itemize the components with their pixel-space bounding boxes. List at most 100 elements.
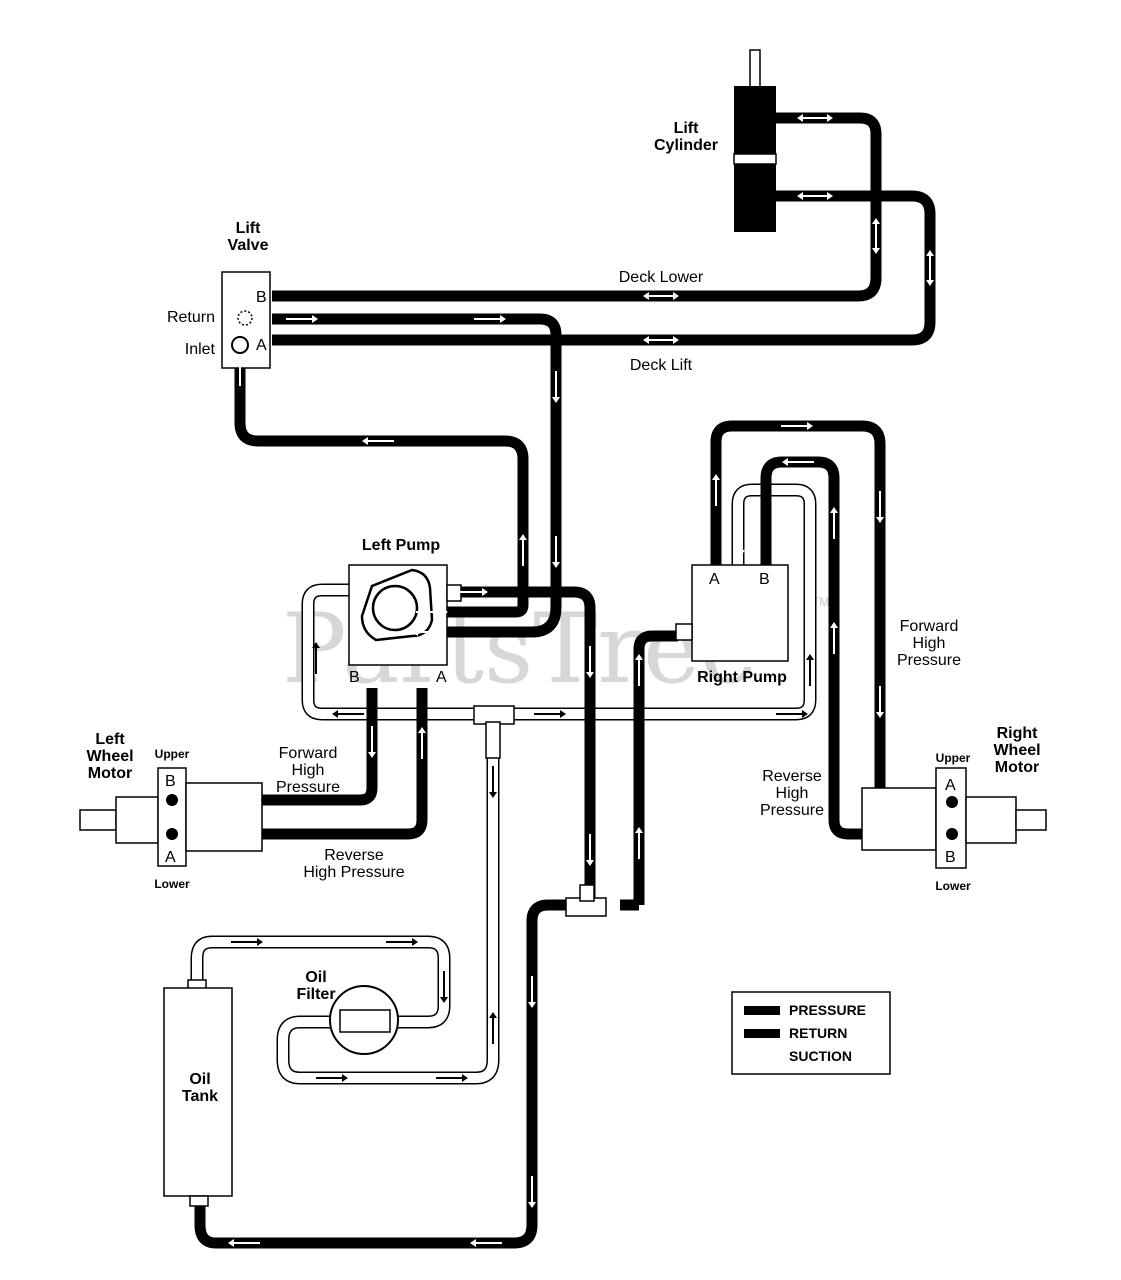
flow-arrow-icon: [231, 938, 263, 946]
valve-port-a: A: [256, 337, 267, 354]
flow-arrow-icon: [456, 588, 488, 596]
right-motor-port-b-fitting: [946, 828, 958, 840]
right-motor-port-a-fitting: [946, 796, 958, 808]
flow-arrow-icon: [236, 354, 244, 386]
flow-arrow-icon: [474, 315, 506, 323]
left-motor-port-plate: [185, 782, 263, 852]
flow-arrow-icon: [776, 710, 808, 718]
flow-arrow-icon: [635, 827, 643, 859]
flow-arrow-icon: [926, 250, 934, 286]
flow-arrow-icon: [418, 727, 426, 759]
tee-fittings: [473, 705, 607, 917]
legend-return-swatch: [744, 1029, 780, 1038]
flow-arrow-icon: [830, 507, 838, 539]
legend-suction: SUCTION: [789, 1048, 852, 1064]
flow-arrow-icon: [797, 114, 833, 122]
flow-arrow-icon: [386, 938, 418, 946]
right-wheel-motor-label-text: Right: [997, 725, 1039, 742]
right-motor-lower: Lower: [935, 879, 971, 893]
flow-arrow-icon: [781, 422, 813, 430]
inlet-port-icon: [231, 336, 249, 354]
left-motor-shaft: [79, 809, 117, 831]
right-motor-housing: [965, 796, 1017, 844]
right-reverse-label-text: Reverse: [762, 768, 822, 785]
flow-arrow-icon: [440, 971, 448, 1003]
right-motor-shaft: [1015, 809, 1047, 831]
oil-tank-body: [163, 987, 233, 1197]
right-pump-body: [691, 564, 789, 662]
left-wheel-motor-label-text-line: Motor: [88, 765, 132, 782]
flow-arrow-icon: [362, 437, 394, 445]
flow-arrow-icon: [782, 458, 814, 466]
right-motor-port-a: A: [945, 777, 956, 794]
left-forward-label-text-line: High: [292, 762, 325, 779]
flow-arrow-icon: [412, 628, 444, 636]
lift-cylinder-label-text-line: Cylinder: [654, 137, 718, 154]
right-forward-label-text: Forward: [900, 618, 959, 635]
flow-arrow-icon: [368, 726, 376, 758]
cylinder-piston: [733, 153, 777, 165]
flow-arrow-icon: [214, 830, 246, 838]
right-reverse-label-text-line: High: [776, 785, 809, 802]
oil-filter-label-text: Oil: [305, 969, 326, 986]
lift-valve-label-text-line: Valve: [228, 237, 269, 254]
left-pump-rotor: [371, 584, 419, 632]
left-motor-port-a: A: [165, 849, 176, 866]
flow-arrow-icon: [900, 798, 932, 806]
flow-arrow-icon: [712, 474, 720, 506]
deck-lower-label: Deck Lower: [619, 269, 704, 286]
return-port-icon: [237, 310, 253, 326]
left-wheel-motor-label-text: Left: [95, 731, 125, 748]
right-pump-label: Right Pump: [697, 669, 787, 686]
right-forward-label-text-line: Pressure: [897, 652, 961, 669]
left-wheel-motor-label-text-line: Wheel: [86, 748, 133, 765]
flow-arrow-icon: [312, 642, 320, 674]
left-motor-lower: Lower: [154, 877, 190, 891]
flow-arrow-icon: [286, 315, 318, 323]
flow-arrow-icon: [876, 686, 884, 718]
right-reverse-label-text-line: Pressure: [760, 802, 824, 819]
flow-arrow-icon: [586, 834, 594, 866]
right-pump-shaft: [675, 623, 693, 641]
right-pump-port-b: B: [759, 571, 770, 588]
left-motor-port-b: B: [165, 773, 176, 790]
legend-pressure-swatch: [744, 1006, 780, 1015]
flow-arrow-icon: [643, 292, 679, 300]
right-forward-label-text-line: High: [913, 635, 946, 652]
legend-pressure: PRESSURE: [789, 1002, 866, 1018]
lift-cylinder-label-text: Lift: [674, 120, 700, 137]
left-motor-port-b-fitting: [166, 794, 178, 806]
inlet-label: Inlet: [185, 341, 216, 358]
flow-arrow-icon: [528, 1176, 536, 1208]
left-pump: B A Left Pump: [348, 537, 462, 686]
flow-arrows: [210, 114, 934, 1247]
flow-arrow-icon: [635, 654, 643, 686]
right-wheel-motor-label-text-line: Motor: [995, 759, 1039, 776]
left-motor-port-a-fitting: [166, 828, 178, 840]
flow-arrow-icon: [332, 710, 364, 718]
flow-arrow-icon: [797, 192, 833, 200]
flow-arrow-icon: [876, 491, 884, 523]
left-motor-upper: Upper: [155, 747, 190, 761]
flow-arrow-icon: [470, 1239, 502, 1247]
return-tee-stem: [579, 884, 595, 902]
return-label: Return: [167, 309, 215, 326]
right-motor-block: [935, 767, 967, 869]
flow-arrow-icon: [228, 1239, 260, 1247]
left-forward-label-text-line: Pressure: [276, 779, 340, 796]
